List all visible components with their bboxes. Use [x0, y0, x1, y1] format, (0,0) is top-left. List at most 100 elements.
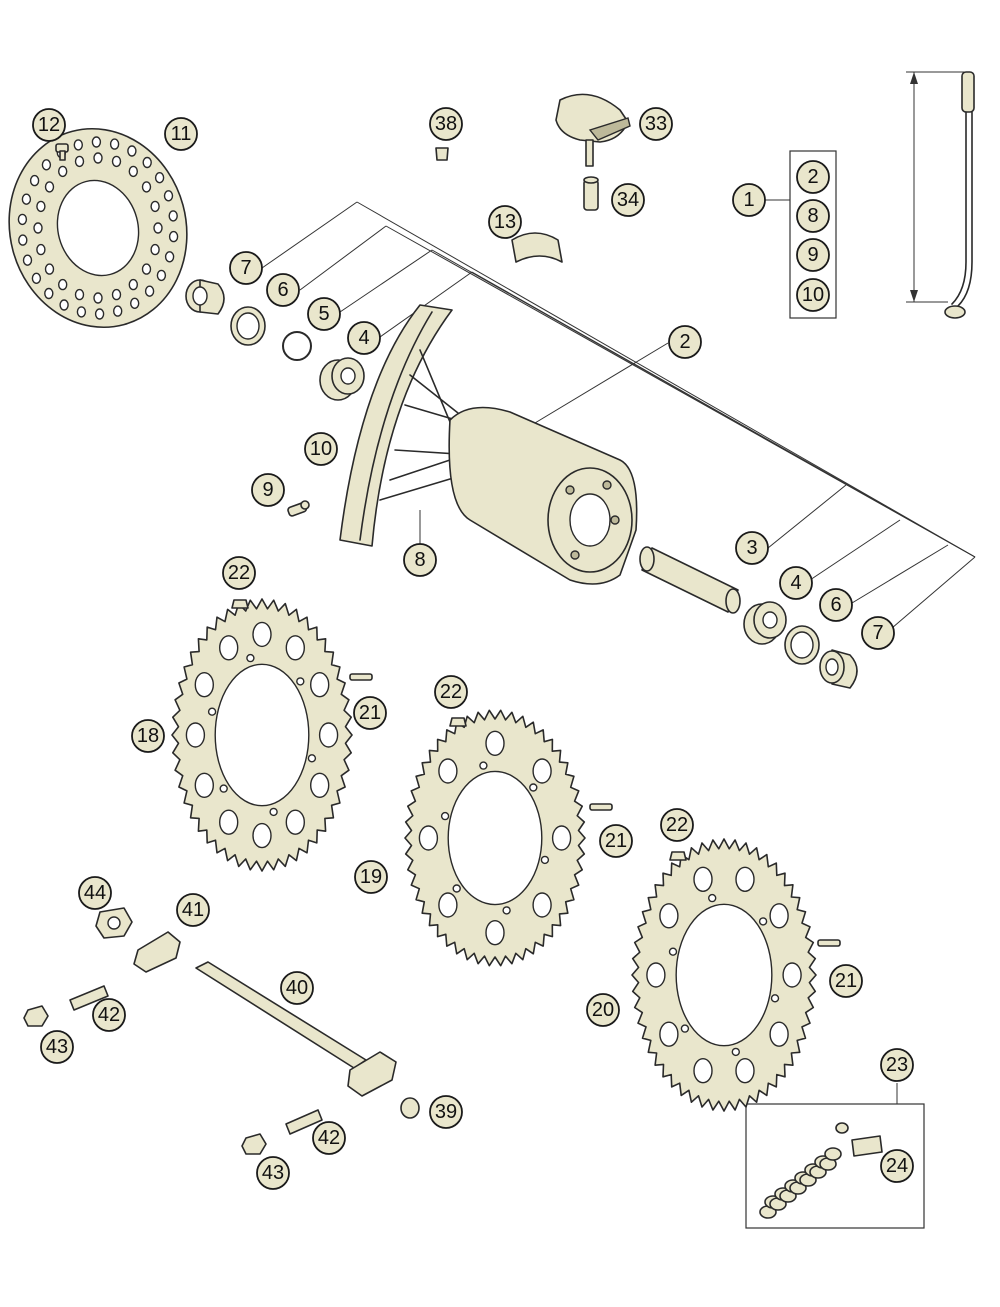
disc-hole [128, 278, 139, 291]
callout-label: 6 [830, 594, 841, 616]
callout-33: 33 [639, 107, 673, 141]
callout-label: 4 [358, 327, 369, 349]
sprocket-bolt-hole [502, 906, 511, 915]
callout-label: 39 [435, 1101, 457, 1123]
callout-label: 33 [645, 113, 667, 135]
callout-label: 22 [228, 562, 250, 584]
disc-hole [109, 138, 120, 150]
sprocket-bolt-hole [758, 917, 768, 926]
sprocket-lightening-hole [735, 1057, 755, 1084]
disc-hole [36, 200, 46, 213]
drive-chain [759, 1147, 842, 1219]
disc-hole [44, 181, 55, 193]
callout-label: 21 [359, 702, 381, 724]
disc-hole [76, 306, 87, 318]
chain-kit-box [745, 1103, 925, 1229]
disc-hole [111, 155, 122, 168]
sprocket-lightening-hole [485, 730, 505, 756]
adjust-screw-42b [285, 1109, 323, 1135]
disc-hole [112, 305, 123, 317]
callout-label: 12 [38, 114, 60, 136]
axle-40 [195, 961, 397, 1097]
sprocket-lightening-hole [194, 772, 215, 798]
sprocket-nut-b [449, 717, 467, 727]
callout-38: 38 [429, 107, 463, 141]
disc-hole [44, 263, 55, 275]
callout-23: 23 [880, 1048, 914, 1082]
sprocket-bolt-hole [529, 783, 538, 792]
disc-hole [29, 174, 40, 187]
callout-label: 7 [240, 257, 251, 279]
disc-hole [18, 234, 28, 246]
right-seal [784, 625, 820, 665]
left-bearing [319, 357, 365, 401]
sprocket-bolt-hole [540, 855, 550, 865]
callout-4-left: 4 [347, 321, 381, 355]
callout-21-c: 21 [829, 964, 863, 998]
callout-label: 11 [171, 123, 192, 145]
disc-hole [153, 222, 163, 234]
sprocket-bolt-hole [219, 784, 228, 793]
callout-label: 21 [605, 830, 627, 852]
callout-label: 7 [872, 622, 883, 644]
callout-43-b: 43 [256, 1156, 290, 1190]
callout-label: 9 [807, 244, 818, 266]
callout-21-b: 21 [599, 824, 633, 858]
wheel-hub [448, 406, 638, 585]
sprocket-center-hole [447, 770, 543, 906]
callout-label: 5 [318, 303, 329, 325]
callout-label: 9 [262, 479, 273, 501]
callout-42-b: 42 [312, 1121, 346, 1155]
callout-kit-10: 10 [796, 278, 830, 312]
callout-label: 38 [435, 113, 457, 135]
sprocket-lightening-hole [769, 1021, 789, 1047]
disc-hole [31, 272, 42, 284]
sprocket-bolt-c [817, 939, 841, 947]
sprocket-bolt-hole [479, 761, 488, 770]
sprocket-lightening-hole [218, 809, 239, 835]
sprocket-lightening-hole [646, 962, 666, 988]
callout-4-right: 4 [779, 566, 813, 600]
right-spacer [819, 649, 858, 689]
sprocket-bolt-hole [296, 677, 305, 686]
disc-hole [164, 251, 175, 263]
left-spacer [185, 279, 225, 315]
sprocket-bolt-a [349, 673, 373, 681]
sprocket-center-hole [675, 903, 773, 1047]
plug-38 [435, 147, 449, 161]
sprocket-lightening-hole [659, 1021, 679, 1047]
disc-hole [36, 243, 46, 256]
callout-12: 12 [32, 108, 66, 142]
disc-hole [150, 200, 160, 213]
disc-hole [127, 145, 137, 157]
disc-hole [58, 278, 68, 291]
disc-hole [21, 193, 32, 205]
callout-6-right: 6 [819, 588, 853, 622]
spoke-illustration [944, 71, 975, 319]
callout-6-left: 6 [266, 273, 300, 307]
sprocket-bolt-hole [680, 1024, 690, 1033]
sprocket-bolt-hole [668, 947, 678, 956]
disc-hole [22, 254, 33, 266]
disc-hole [128, 165, 139, 178]
callout-5: 5 [307, 297, 341, 331]
part-callouts: 12 11 38 33 34 13 1 2 8 9 10 7 6 5 4 2 1… [32, 107, 914, 1190]
callout-label: 3 [746, 537, 757, 559]
sprocket-bolt-hole [307, 754, 317, 763]
disc-hole [154, 171, 165, 184]
sprocket-lightening-hole [659, 903, 679, 929]
callout-label: 41 [182, 899, 204, 921]
sprocket-bolt-b [589, 803, 613, 811]
disc-hole [41, 159, 52, 171]
sprocket-lightening-hole [285, 635, 305, 661]
callout-22-a: 22 [222, 556, 256, 590]
sprocket-bolt-hole [731, 1047, 740, 1057]
disc-hole [142, 156, 152, 169]
callout-11: 11 [164, 117, 198, 151]
disc-hole [150, 243, 160, 256]
sprocket-lightening-hole [485, 920, 505, 946]
disc-hole [93, 292, 103, 304]
circlip [282, 331, 312, 361]
sprocket-lightening-hole [693, 1057, 713, 1084]
sprocket-nut-a [231, 599, 249, 609]
